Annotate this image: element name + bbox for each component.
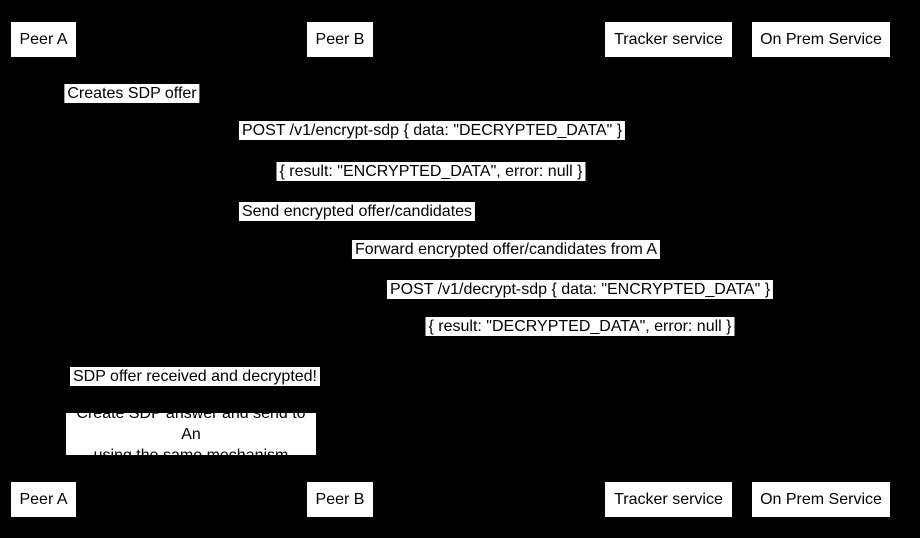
message-self-creates-sdp-offer: Creates SDP offer — [64, 84, 200, 103]
message-post-encrypt-sdp: POST /v1/encrypt-sdp { data: "DECRYPTED_… — [238, 121, 626, 140]
actor-bottom-on-prem-service: On Prem Service — [752, 482, 890, 517]
actor-top-peer-b: Peer B — [307, 22, 373, 57]
actor-bottom-peer-a: Peer A — [11, 482, 76, 517]
actor-top-on-prem-service: On Prem Service — [752, 22, 890, 57]
actor-bottom-peer-b: Peer B — [307, 482, 373, 517]
lifeline-peer-b — [340, 57, 341, 482]
message-send-encrypted-offer: Send encrypted offer/candidates — [238, 202, 476, 221]
actor-top-tracker-service: Tracker service — [605, 22, 732, 57]
message-decrypt-result: { result: "DECRYPTED_DATA", error: null … — [425, 317, 735, 336]
lifeline-on-prem-service — [821, 57, 822, 482]
message-encrypt-result: { result: "ENCRYPTED_DATA", error: null … — [276, 162, 586, 181]
actor-bottom-tracker-service: Tracker service — [605, 482, 732, 517]
message-sdp-offer-received: SDP offer received and decrypted! — [70, 367, 320, 386]
lifeline-peer-a — [43, 57, 44, 482]
note-line-2: using the same mechanism — [93, 446, 289, 464]
lifeline-tracker-service — [668, 57, 669, 482]
message-forward-encrypted-offer: Forward encrypted offer/candidates from … — [351, 240, 661, 259]
note-line-1: Create SDP answer and send to An — [76, 404, 306, 443]
note-create-sdp-answer: Create SDP answer and send to An using t… — [66, 405, 316, 464]
message-post-decrypt-sdp: POST /v1/decrypt-sdp { data: "ENCRYPTED_… — [386, 280, 774, 299]
actor-top-peer-a: Peer A — [11, 22, 76, 57]
